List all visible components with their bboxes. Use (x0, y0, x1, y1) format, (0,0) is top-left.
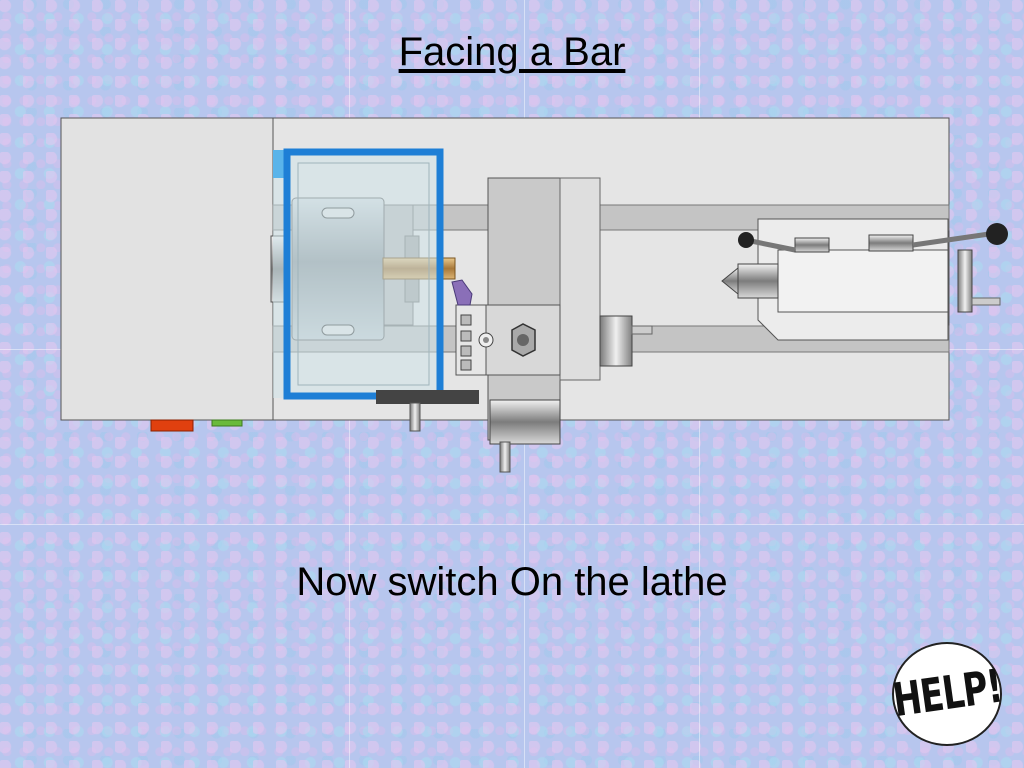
tool-post-screw (460, 330, 472, 342)
start-button-indicator (211, 419, 243, 427)
help-button-label: HELP! (889, 659, 1005, 729)
help-button[interactable]: HELP! (889, 642, 1005, 746)
tailstock-clamp (794, 237, 830, 253)
tailstock-quill-knob (986, 223, 1008, 245)
tailstock-barrel (777, 249, 949, 313)
slide-title: Facing a Bar (398, 30, 626, 74)
tool-post-screw (460, 359, 472, 371)
instruction-text: Now switch On the lathe (296, 560, 728, 604)
cross-slide-side (559, 177, 601, 381)
compound-handle (631, 325, 653, 335)
tailstock-quill (737, 263, 779, 299)
tool-post-screw (460, 314, 472, 326)
tailstock-quill-lever (912, 230, 997, 248)
tailstock-handwheel (957, 249, 973, 313)
compound-handwheel (599, 315, 633, 367)
chuck-guard-hinge (273, 150, 285, 178)
tailstock-centre (721, 266, 739, 296)
background-grid-line (0, 524, 1024, 525)
cross-slide-handwheel (489, 399, 561, 445)
tool-post-pivot-center (483, 337, 489, 343)
tailstock-lever (745, 237, 796, 253)
cross-slide-handle (499, 441, 511, 473)
tool-post-screw (460, 345, 472, 357)
tailstock-handwheel-handle (971, 297, 1001, 306)
chuck-guard-glass (273, 150, 443, 398)
apron-handle (409, 402, 421, 432)
chuck-guard-frame (283, 148, 444, 400)
tool-post-nut-hole (517, 334, 529, 346)
tailstock-lock (868, 234, 914, 252)
saddle-bottom (376, 390, 479, 404)
chuck-guard-inner (297, 162, 430, 386)
headstock-panel (60, 117, 274, 421)
tailstock-lever-knob (738, 232, 754, 248)
cutting-tool (451, 279, 473, 306)
stop-button-indicator (150, 419, 194, 432)
